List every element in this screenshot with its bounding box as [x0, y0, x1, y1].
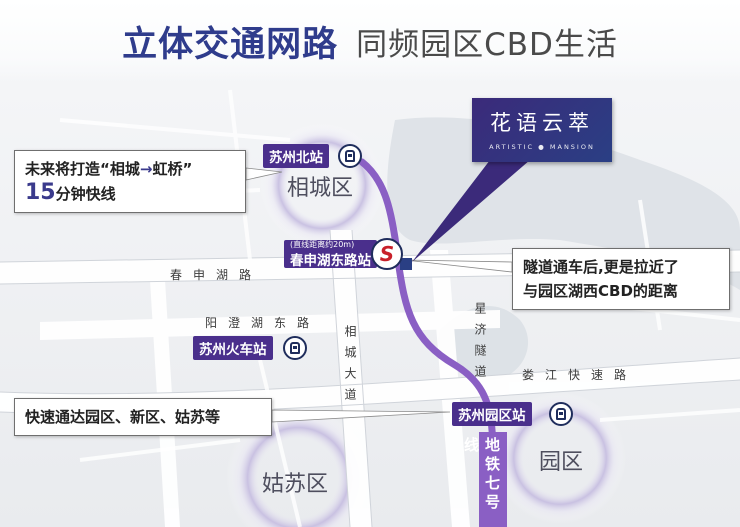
arrow-right-icon: →: [139, 160, 153, 178]
callout-tunnel: 隧道通车后,更是拉近了 与园区湖西CBD的距离: [512, 248, 730, 310]
train-icon-north: [338, 144, 362, 168]
metro-line-7: [358, 158, 504, 527]
page-subtitle: 同频园区CBD生活: [356, 26, 618, 63]
reach-pointer: [271, 409, 451, 423]
brand-name-cn: 花语云萃: [490, 111, 594, 135]
callout-xiangcheng-hongqiao: 未来将打造“相城→虹桥” 15分钟快线: [14, 150, 246, 213]
station-suzhou-park: 苏州园区站: [452, 402, 532, 426]
metro-logo-icon: S: [371, 238, 403, 270]
gusu-ring: [226, 406, 370, 527]
callout-tunnel-line1: 隧道通车后,更是拉近了: [523, 258, 679, 276]
station-chunshen-note: (直线距离约20m): [290, 239, 355, 249]
district-gusu: 姑苏区: [262, 472, 329, 497]
station-suzhou-railway: 苏州火车站: [193, 336, 273, 360]
train-icon-park: [549, 402, 573, 426]
brand-card: 花语云萃 ARTISTIC ● MANSION: [472, 98, 612, 162]
district-yuanqu: 园区: [539, 450, 584, 475]
page-title: 立体交通网路: [122, 24, 339, 65]
road-xiangcheng-ave: [330, 230, 372, 527]
station-chunshen-label: 春申湖东路站: [290, 252, 371, 269]
location-pin: [400, 258, 412, 270]
road-tunnel: [430, 250, 470, 527]
train-icon-railway: [283, 336, 307, 360]
callout-xiangcheng-line2: 15分钟快线: [25, 180, 116, 205]
brand-name-en: ARTISTIC ● MANSION: [489, 143, 595, 151]
xiangcheng-pointer: [245, 167, 283, 181]
callout-tunnel-line2: 与园区湖西CBD的距离: [523, 282, 678, 300]
road-label-yangcheng: 阳澄湖东路: [205, 316, 321, 330]
district-xiangcheng: 相城区: [287, 176, 354, 201]
road-label-xiangcheng-avenue: 相城大道: [343, 325, 357, 409]
header: 立体交通网路 同频园区CBD生活: [0, 0, 740, 82]
metro-line-label: 地铁七号线: [462, 432, 507, 527]
callout-xiangcheng-line1: 未来将打造“相城→虹桥”: [25, 160, 193, 178]
station-chunshen-east: (直线距离约20m) 春申湖东路站: [284, 239, 377, 269]
road-label-chunshen: 春申湖路: [170, 268, 263, 282]
callout-reach: 快速通达园区、新区、姑苏等: [14, 398, 272, 436]
road-label-loujiang: 娄江快速路: [522, 368, 638, 382]
road-label-xingji-tunnel: 星济隧道: [473, 302, 487, 386]
callout-reach-text: 快速通达园区、新区、姑苏等: [25, 408, 221, 426]
brand-pointer: [412, 160, 530, 262]
station-suzhou-north: 苏州北站: [263, 144, 329, 168]
